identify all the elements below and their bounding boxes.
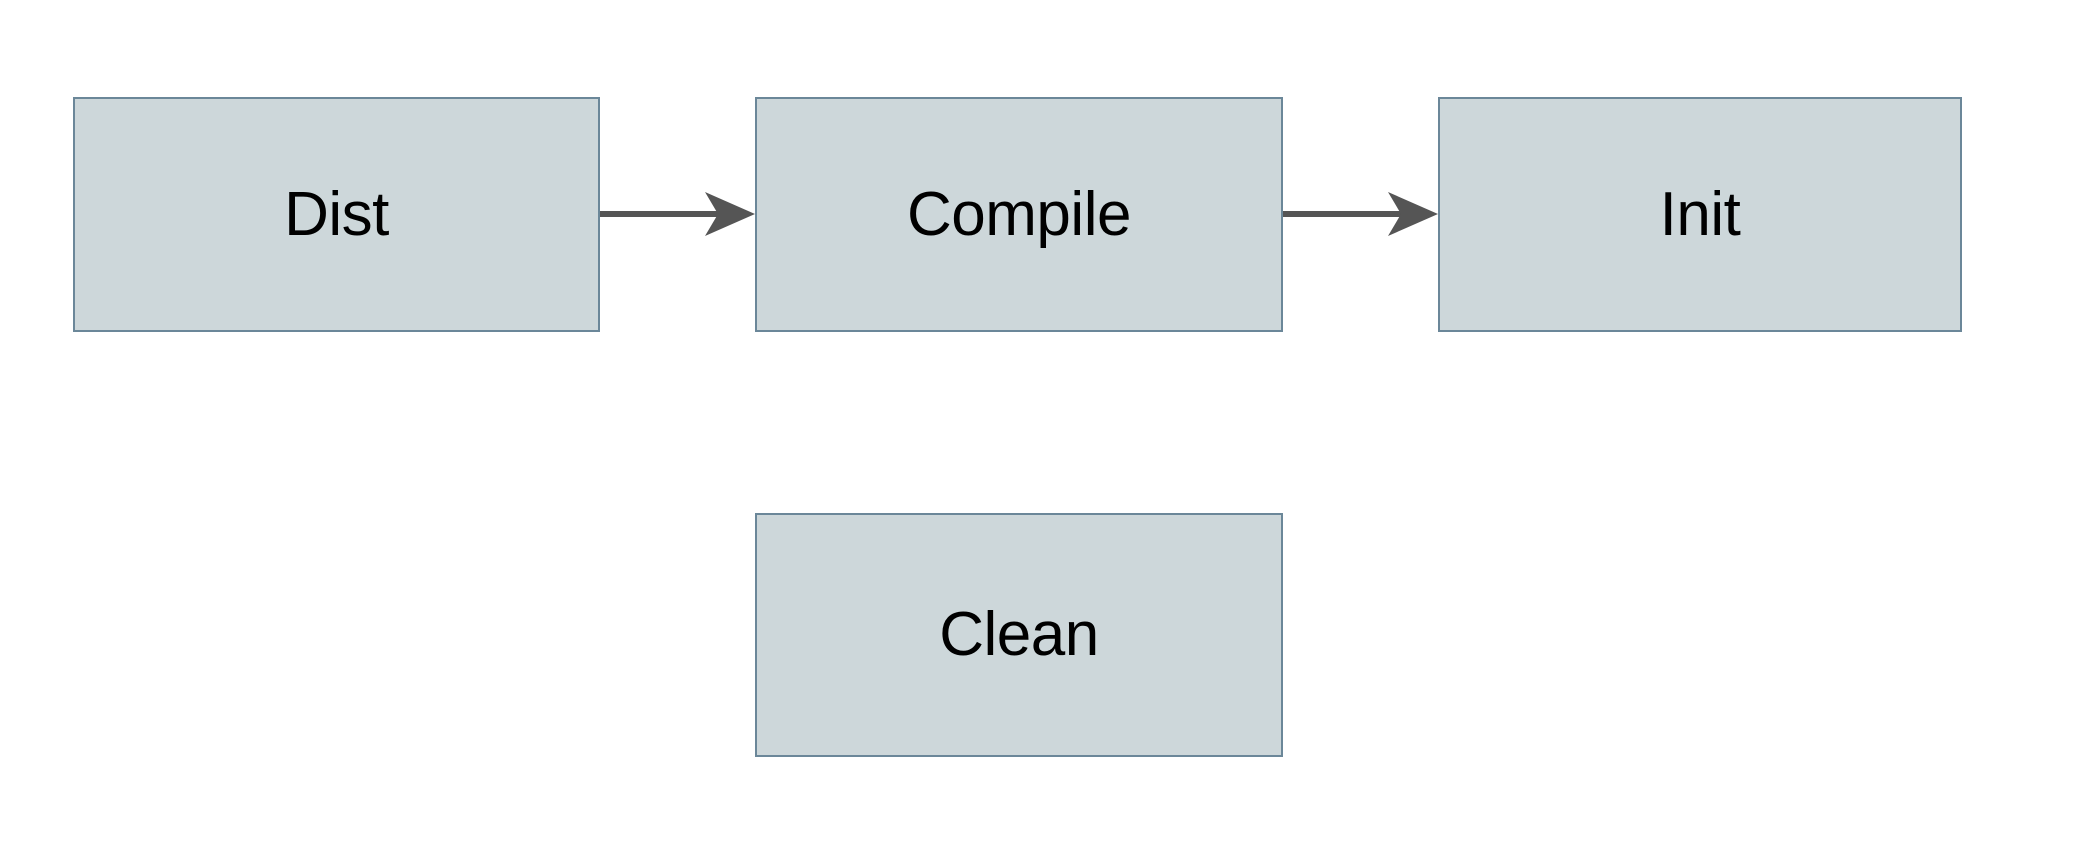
node-clean[interactable]: Clean	[755, 513, 1283, 757]
edge-compile-to-init	[1283, 192, 1438, 236]
node-dist-label: Dist	[284, 179, 389, 249]
node-compile-label: Compile	[907, 179, 1131, 249]
node-compile[interactable]: Compile	[755, 97, 1283, 332]
node-init-label: Init	[1659, 179, 1741, 249]
node-init[interactable]: Init	[1438, 97, 1962, 332]
edge-dist-to-compile	[600, 192, 755, 236]
node-clean-label: Clean	[939, 600, 1099, 669]
node-dist[interactable]: Dist	[73, 97, 600, 332]
